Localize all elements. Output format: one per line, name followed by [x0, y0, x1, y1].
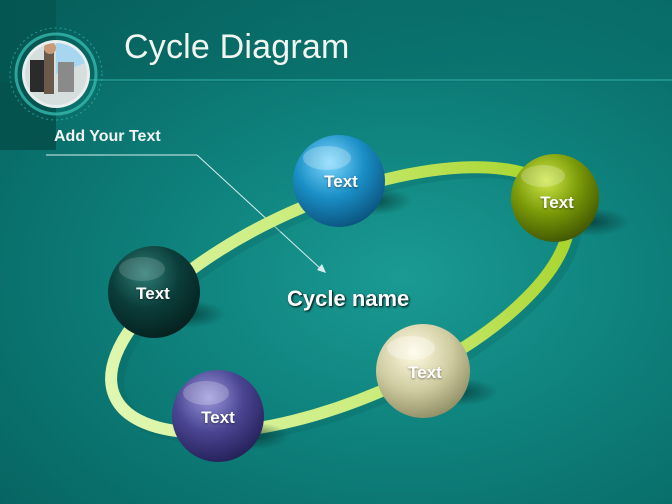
node-sphere-2 [511, 154, 599, 242]
cycle-name-label: Cycle name [287, 286, 410, 311]
node-sphere-5 [108, 246, 200, 338]
node-sphere-4 [172, 370, 264, 462]
node-sphere-1 [293, 135, 385, 227]
node-label-1: Text [324, 172, 358, 191]
node-label-2: Text [540, 193, 574, 212]
pointer-line [46, 154, 326, 273]
node-sphere-3 [376, 324, 470, 418]
photo-thumbnail-icon [9, 27, 103, 121]
subtitle-text: Add Your Text [54, 128, 161, 145]
node-label-3: Text [408, 363, 442, 382]
node-label-5: Text [136, 284, 170, 303]
slide-title: Cycle Diagram [124, 28, 350, 66]
node-label-4: Text [201, 408, 235, 427]
header-band [0, 0, 672, 82]
